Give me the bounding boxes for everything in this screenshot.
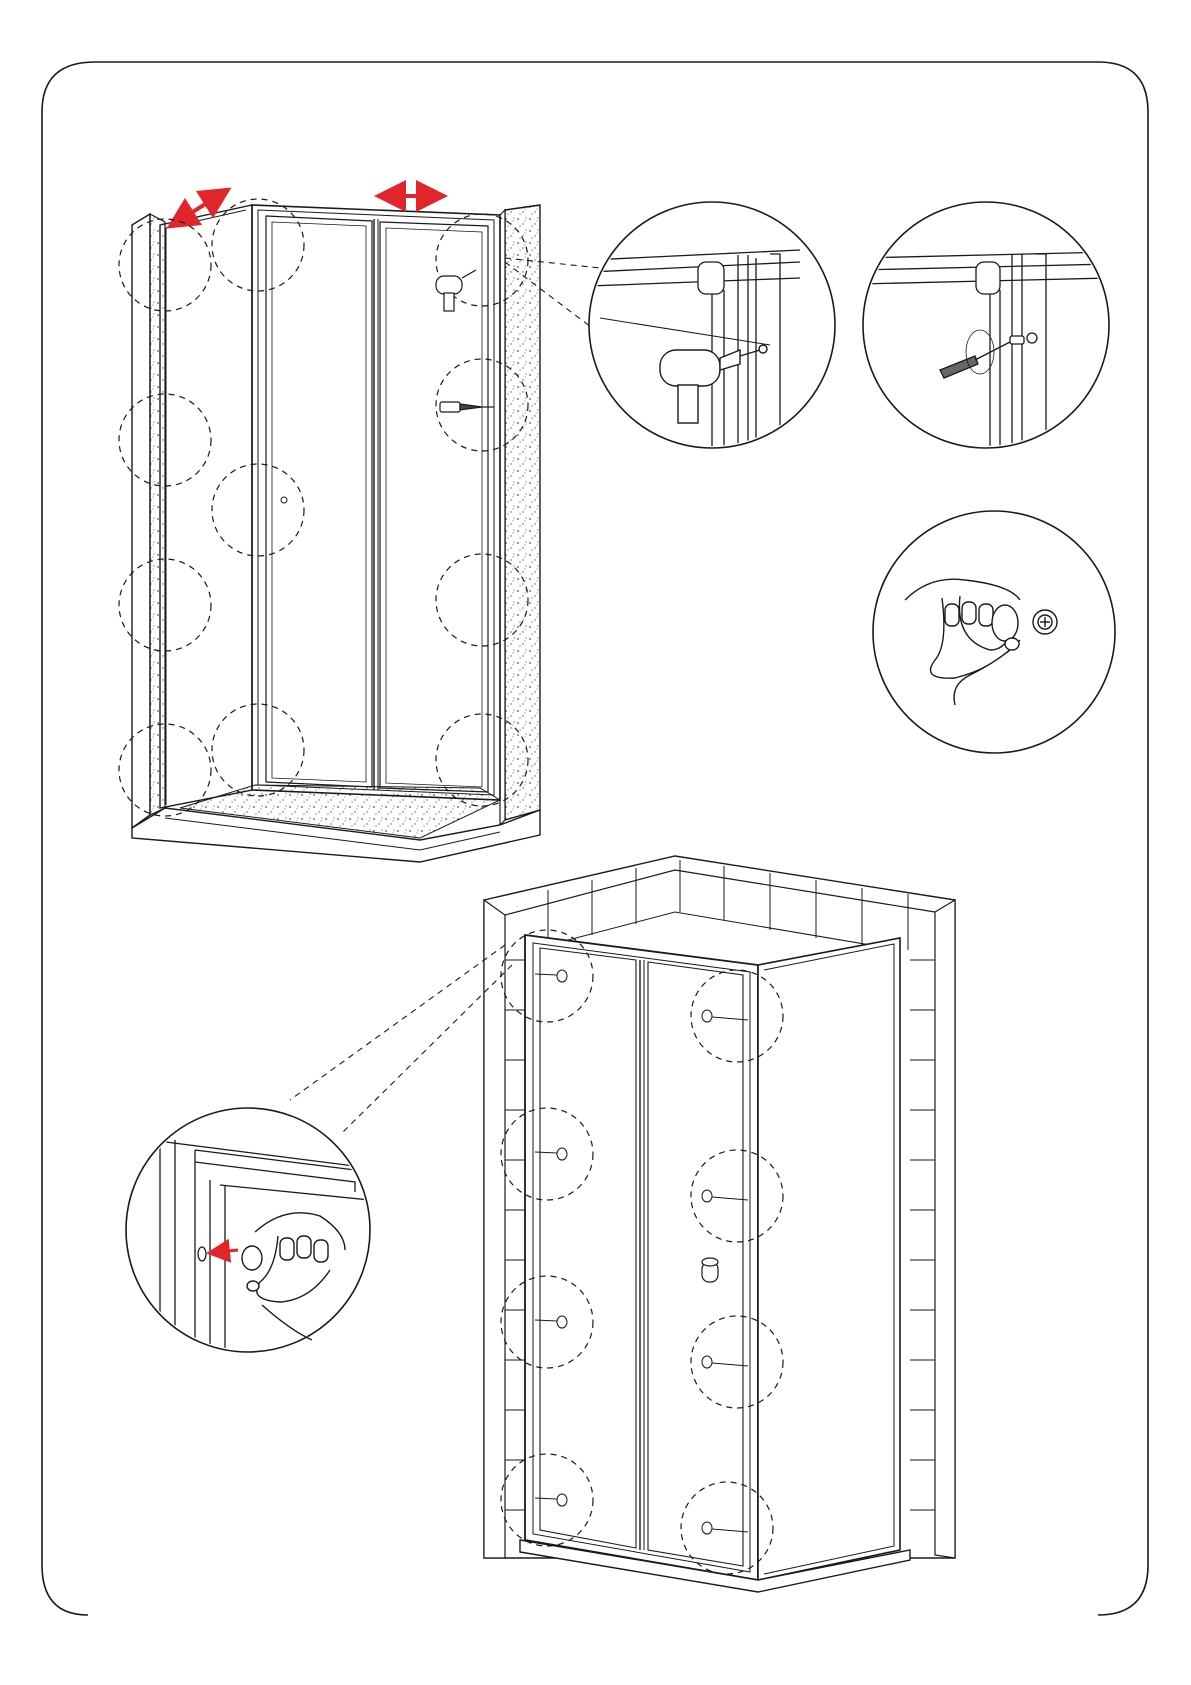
push-cap-detail [126, 1108, 370, 1360]
cap-detail [873, 511, 1115, 753]
bifold-frame [252, 205, 500, 800]
enclosure-front-frame [525, 935, 758, 1580]
drill-detail [589, 202, 835, 450]
wall-fixing-diagram [119, 196, 600, 862]
finished-enclosure [290, 856, 955, 1592]
right-wall [505, 205, 540, 820]
wall-plug-screw-icon [440, 402, 494, 412]
drill-icon [436, 270, 476, 311]
push-arrow [218, 1250, 238, 1252]
enclosure-side-panel [758, 938, 900, 1580]
door-handle [702, 1258, 718, 1282]
screw-detail [860, 202, 1110, 450]
left-wall [132, 214, 150, 828]
